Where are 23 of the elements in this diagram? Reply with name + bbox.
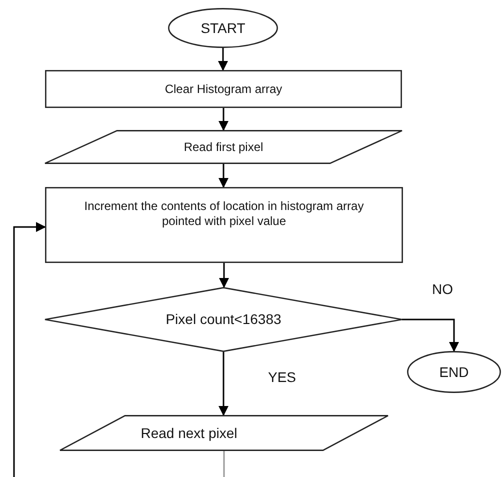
arrow bbox=[218, 352, 228, 416]
step-text: Read first pixel bbox=[184, 140, 264, 154]
arrow bbox=[218, 164, 228, 188]
arrow bbox=[218, 108, 228, 131]
step-text: START bbox=[200, 20, 246, 36]
input-parallelogram bbox=[45, 130, 402, 164]
arrow bbox=[13, 222, 46, 477]
edge-label: NO bbox=[431, 281, 454, 297]
process-box bbox=[45, 187, 403, 263]
process-box bbox=[45, 70, 402, 108]
step-text: Pixel count<16383 bbox=[166, 312, 282, 327]
input-parallelogram bbox=[60, 415, 388, 451]
step-text: Clear Histogram array bbox=[164, 82, 282, 96]
step-text: END bbox=[439, 364, 469, 380]
terminal-ellipse bbox=[168, 8, 278, 48]
arrow bbox=[402, 318, 459, 352]
arrow bbox=[218, 48, 228, 71]
terminal-ellipse bbox=[407, 351, 501, 393]
step-text: Increment the contents of location in histogram array pointed with pixel value bbox=[83, 199, 365, 229]
edge-label: YES bbox=[267, 369, 298, 385]
arrow bbox=[219, 263, 229, 288]
decision-diamond bbox=[45, 287, 402, 352]
step-text: Read next pixel bbox=[140, 426, 238, 440]
